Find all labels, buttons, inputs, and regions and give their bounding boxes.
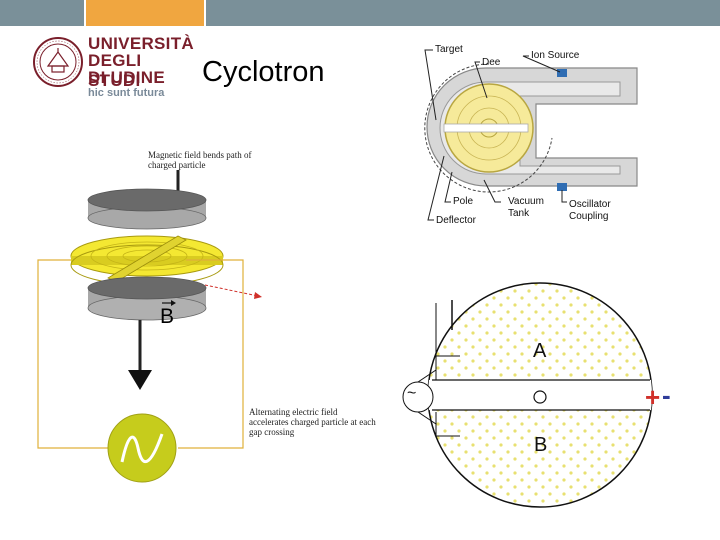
upper-pole-side [88,200,206,218]
label-oscillator: Oscillator [569,199,611,210]
ion-source-port [557,69,567,77]
caption-magnetic-field: Magnetic field bends path of charged par… [148,150,252,170]
dee-label-b: B [534,434,548,456]
header-bar [0,0,720,26]
field-arrow-icon [128,370,152,390]
lower-pole-side [88,288,206,308]
oscillator-port [557,183,567,191]
plus-sign: + [645,382,661,412]
circuit-wire-left [37,259,108,449]
field-label-b: B [160,305,175,328]
university-logo: UNIVERSITÀ DEGLI STUDI DI UDINE hic sunt… [30,32,194,100]
dee-label-a: A [533,340,547,362]
label-dee: Dee [482,57,501,68]
header-bar-right [206,0,720,26]
dees-bottom [70,244,224,286]
logo-motto: hic sunt futura [88,87,165,99]
slide-title: Cyclotron [202,56,325,88]
caption-electric-field: Alternating electric field accelerates c… [249,407,376,437]
exit-beam [204,284,259,297]
dee-gap-bar [443,123,529,133]
logo-line-2: DEGLI STUDI [88,51,142,90]
dees-top [70,235,224,277]
label-tank: Tank [508,208,530,219]
label-pole: Pole [453,196,474,207]
label-ion-source: Ion Source [531,50,580,61]
lower-pole-top [87,276,207,300]
ac-source [107,413,177,483]
sine-wave-icon [120,433,164,464]
orbit-path [424,63,553,193]
dees-side [71,256,223,265]
vacuum-tank [426,67,638,187]
lower-pole-bottom [87,295,207,321]
ac-symbol: ~ [407,385,417,402]
header-bar-accent [86,0,204,26]
dee [444,83,534,173]
header-bar-left [0,0,84,26]
upper-pole-bottom [87,206,207,230]
dee-gap [107,235,187,283]
logo-line-1: UNIVERSITÀ [88,34,194,53]
logo-line-3: DI UDINE [88,68,166,87]
label-coupling: Coupling [569,211,609,222]
circuit-wire-right [178,259,244,449]
label-target: Target [435,44,463,55]
minus-sign: - [662,380,671,410]
label-vacuum: Vacuum [508,196,544,207]
upper-pole-top [87,188,207,212]
university-seal-icon [33,37,83,87]
label-deflector: Deflector [436,215,477,226]
